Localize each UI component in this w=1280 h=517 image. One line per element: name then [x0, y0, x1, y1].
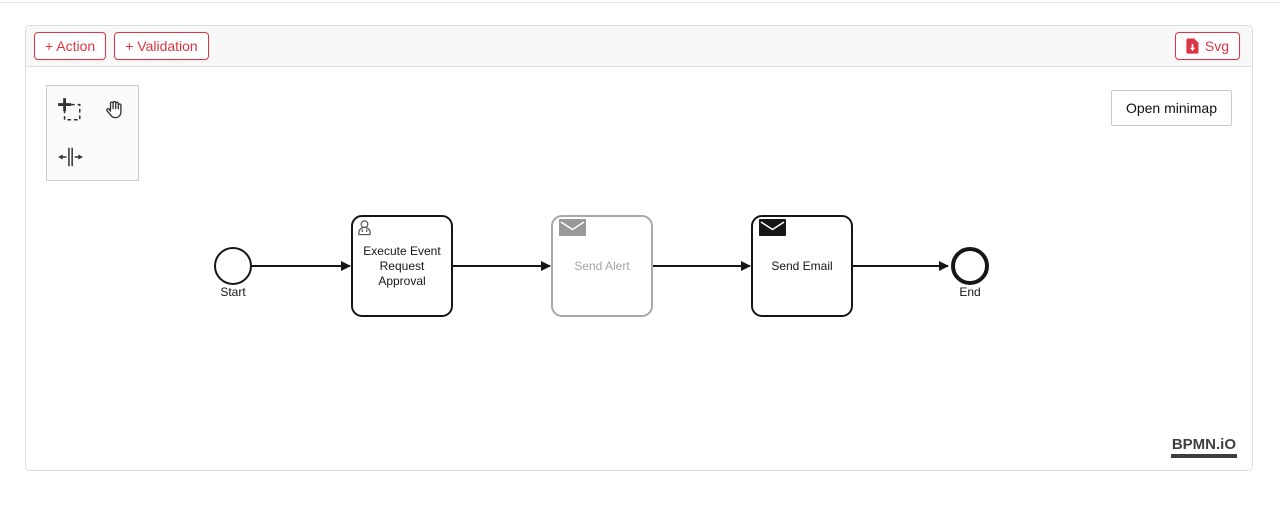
palette [46, 85, 139, 181]
export-svg-button[interactable]: Svg [1174, 32, 1240, 60]
send-task-alert-label: Send Alert [574, 259, 630, 273]
lasso-tool[interactable] [47, 86, 93, 133]
end-event-node[interactable]: End [951, 247, 989, 299]
add-action-label: + Action [45, 38, 96, 54]
space-tool[interactable] [47, 133, 93, 180]
bpmn-editor-container: + Action + Validation Svg [25, 25, 1253, 471]
bpmn-diagram: Start Execute Event Request Approval [214, 215, 989, 317]
user-task-approval-node[interactable]: Execute Event Request Approval [351, 215, 453, 317]
hand-tool[interactable] [93, 86, 138, 133]
user-task-icon [358, 220, 371, 236]
toolbar-left-group: + Action + Validation [34, 32, 209, 60]
add-validation-label: + Validation [125, 38, 198, 54]
bpmn-io-watermark[interactable]: BPMN.iO [1170, 436, 1237, 458]
send-task-email-icon [759, 219, 786, 236]
send-task-alert-icon [559, 219, 586, 236]
send-task-email-node[interactable]: Send Email [751, 215, 853, 317]
send-task-email-label: Send Email [771, 259, 832, 273]
user-task-label-line2: Request [380, 259, 425, 273]
toolbar-right-group: Svg [1174, 32, 1240, 60]
add-action-button[interactable]: + Action [34, 32, 107, 60]
send-task-alert-node[interactable]: Send Alert [551, 215, 653, 317]
page-top-divider [0, 2, 1280, 3]
start-event-label: Start [220, 285, 246, 299]
file-download-icon [1186, 38, 1199, 54]
user-task-label-line3: Approval [378, 274, 425, 288]
open-minimap-button[interactable]: Open minimap [1110, 90, 1232, 126]
toolbar: + Action + Validation Svg [26, 26, 1252, 67]
user-task-label-line1: Execute Event [363, 244, 441, 258]
bpmn-canvas[interactable]: Open minimap [26, 67, 1252, 470]
open-minimap-label: Open minimap [1125, 100, 1217, 116]
end-event-label: End [959, 285, 980, 299]
add-validation-button[interactable]: + Validation [114, 32, 209, 60]
export-svg-label: Svg [1204, 38, 1229, 54]
start-event-node[interactable]: Start [214, 247, 252, 299]
